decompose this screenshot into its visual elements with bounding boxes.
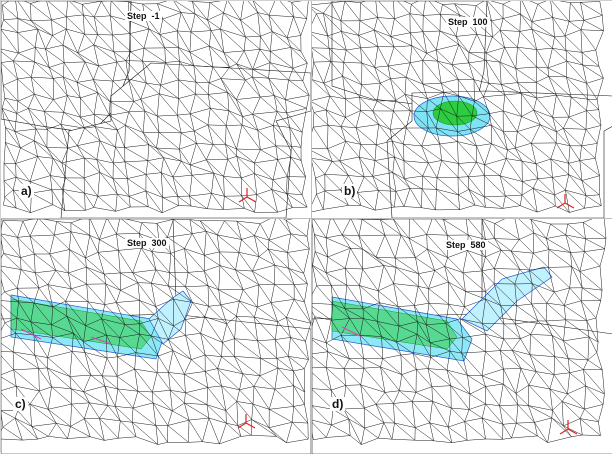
step-label: Step 100 — [446, 17, 490, 27]
panel-b: Step 100 b) — [312, 1, 612, 218]
panel-c: Step 300 c) — [1, 219, 311, 454]
tool-mesh — [1, 1, 132, 134]
panel-divider-vertical — [311, 1, 312, 454]
axis-triad-icon — [238, 188, 257, 203]
panel-a: Step -1 a) — [1, 1, 311, 218]
subfigure-letter: c) — [13, 397, 28, 411]
panel-d: Step 580 d) — [312, 219, 612, 454]
step-label: Step 300 — [125, 238, 169, 248]
subfigure-letter: d) — [330, 397, 346, 411]
subfigure-letter: b) — [342, 184, 358, 198]
axis-triad-icon — [559, 420, 578, 435]
weld-bead — [10, 290, 192, 360]
step-label: Step 580 — [444, 240, 488, 250]
mesh-view-a — [1, 1, 311, 218]
weld-pool — [413, 95, 491, 137]
panel-divider-horizontal — [1, 218, 612, 219]
subfigure-letter: a) — [19, 184, 34, 198]
step-label: Step -1 — [125, 11, 162, 21]
axis-triad-icon — [556, 194, 575, 209]
mesh-view-d — [312, 219, 612, 454]
mesh-view-c — [1, 219, 311, 454]
axis-triad-icon — [237, 414, 256, 429]
